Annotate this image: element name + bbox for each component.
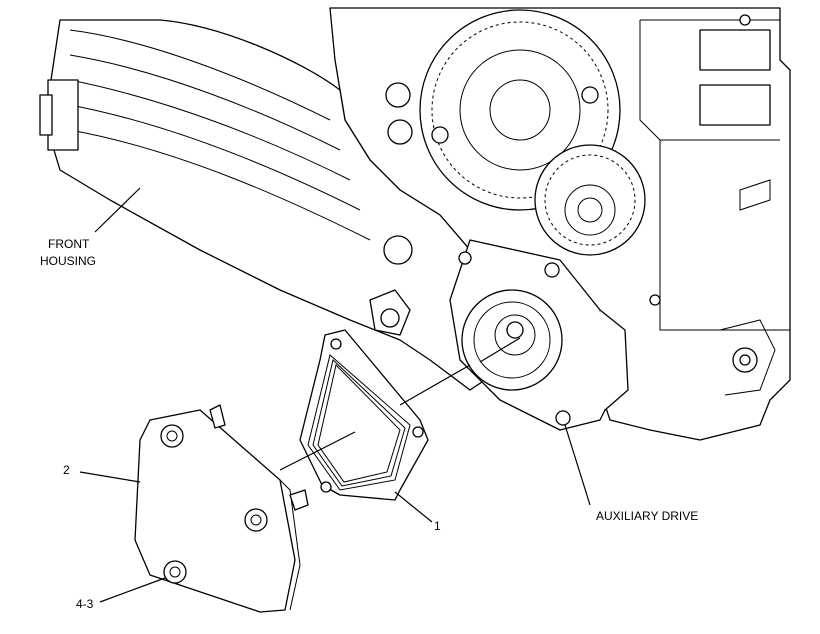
front-housing [39, 19, 561, 391]
leader-lines [79, 187, 591, 603]
front-housing-label-line1: FRONT [48, 237, 90, 251]
gear-train [419, 9, 646, 256]
auxiliary-drive [449, 239, 629, 431]
gasket [299, 329, 429, 501]
callout-2: 2 [63, 463, 70, 477]
alignment-lines [279, 337, 521, 471]
callout-4-3: 4-3 [76, 597, 94, 611]
auxiliary-drive-label: AUXILIARY DRIVE [596, 509, 698, 523]
cover-plate [134, 404, 309, 613]
front-housing-label-line2: HOUSING [40, 254, 96, 268]
callout-1: 1 [434, 519, 441, 533]
